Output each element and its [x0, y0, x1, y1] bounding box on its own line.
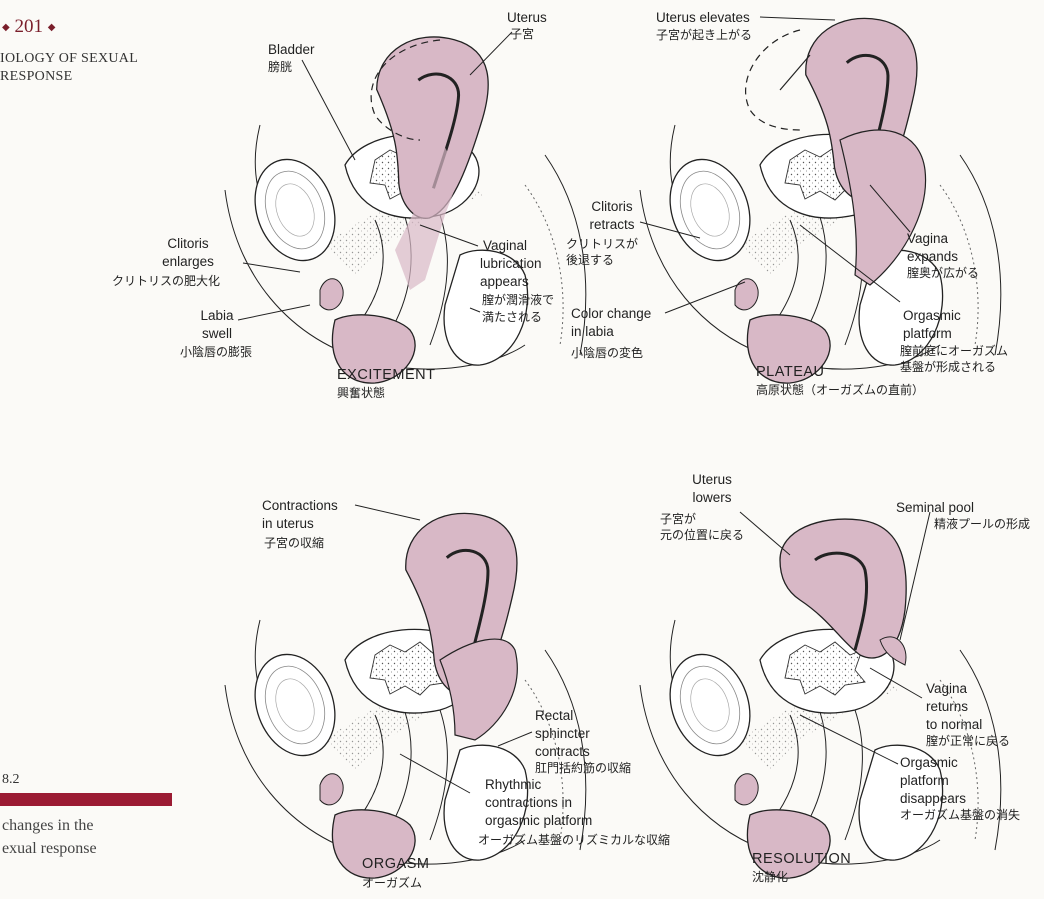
- label-labia-2: swell: [201, 326, 232, 341]
- stage-title-orgasm-jp: オーガズム: [362, 876, 423, 890]
- label-contractions-jp: 子宮の収縮: [264, 536, 325, 550]
- page-number-value: 201: [14, 16, 43, 37]
- label-vaginal-3: appears: [480, 274, 529, 289]
- running-head-line2: RESPONSE: [0, 69, 73, 84]
- label-uterus-lowers-jp2: 元の位置に戻る: [660, 528, 745, 542]
- stage-title-plateau: PLATEAU: [756, 364, 825, 380]
- label-platform-disappears-2: platform: [900, 773, 949, 788]
- label-vaginal-2: lubrication: [480, 256, 542, 271]
- label-rectal-jp: 肛門括約筋の収縮: [535, 761, 632, 775]
- label-color-change-jp: 小陰唇の変色: [571, 346, 644, 360]
- label-vagina-expands-2: expands: [907, 249, 959, 264]
- label-uterus-elevates-jp: 子宮が起き上がる: [656, 28, 753, 42]
- label-orgasmic-platform-jp2: 基盤が形成される: [900, 360, 997, 374]
- label-uterus: Uterus: [507, 10, 547, 25]
- diamond-left-icon: ◆: [2, 22, 10, 34]
- label-orgasmic-platform-jp1: 膣前庭にオーガズム: [900, 344, 1009, 358]
- label-platform-disappears-3: disappears: [900, 791, 967, 806]
- page-number: ◆ 201 ◆: [2, 16, 55, 38]
- label-color-change-1: Color change: [571, 306, 652, 321]
- label-uterus-elevates: Uterus elevates: [656, 10, 750, 25]
- label-rectal-1: Rectal: [535, 708, 574, 723]
- label-clitoris-retracts-1: Clitoris: [591, 199, 633, 214]
- label-contractions-1: Contractions: [262, 498, 338, 513]
- label-vagina-returns-2: returns: [926, 699, 969, 714]
- figure-caption-line1: changes in the: [2, 817, 94, 834]
- label-seminal-pool: Seminal pool: [896, 500, 975, 515]
- label-vagina-expands-jp: 膣奥が広がる: [907, 266, 980, 280]
- label-vagina-expands-1: Vagina: [907, 231, 949, 246]
- label-vagina-returns-jp: 膣が正常に戻る: [926, 734, 1011, 748]
- label-rectal-2: sphincter: [535, 726, 590, 741]
- label-clitoris-jp: クリトリスの肥大化: [112, 274, 221, 288]
- label-clitoris-retracts-jp1: クリトリスが: [566, 237, 639, 251]
- label-rhythmic-2: contractions in: [485, 795, 573, 810]
- label-clitoris-1: Clitoris: [167, 236, 209, 251]
- figure-number: 8.2: [2, 772, 20, 787]
- label-rhythmic-3: orgasmic platform: [485, 813, 593, 828]
- label-uterus-jp: 子宮: [510, 27, 535, 41]
- stage-title-orgasm: ORGASM: [362, 856, 430, 872]
- label-clitoris-retracts-2: retracts: [589, 217, 635, 232]
- label-vaginal-1: Vaginal: [483, 238, 528, 253]
- label-platform-disappears-1: Orgasmic: [900, 755, 958, 770]
- stage-title-excitement: EXCITEMENT: [337, 367, 436, 383]
- label-uterus-lowers-1: Uterus: [692, 472, 732, 487]
- diamond-right-icon: ◆: [47, 22, 56, 34]
- label-orgasmic-platform-1: Orgasmic: [903, 308, 961, 323]
- label-vagina-returns-3: to normal: [926, 717, 983, 732]
- label-bladder: Bladder: [268, 42, 315, 57]
- label-color-change-2: in labia: [571, 324, 614, 339]
- label-vaginal-jp2: 満たされる: [482, 310, 543, 324]
- label-seminal-pool-jp: 精液プールの形成: [934, 517, 1031, 531]
- label-rhythmic-1: Rhythmic: [485, 777, 542, 792]
- label-labia-1: Labia: [200, 308, 234, 323]
- label-labia-jp: 小陰唇の膨張: [180, 345, 253, 359]
- stage-title-excitement-jp: 興奮状態: [337, 386, 386, 400]
- stage-title-plateau-jp: 高原状態（オーガズムの直前）: [756, 383, 925, 397]
- figure-caption-line2: exual response: [2, 840, 97, 857]
- label-clitoris-2: enlarges: [162, 254, 214, 269]
- label-contractions-2: in uterus: [262, 516, 314, 531]
- label-rectal-3: contracts: [535, 744, 590, 759]
- stage-title-resolution-jp: 沈静化: [752, 870, 789, 884]
- label-uterus-lowers-2: lowers: [692, 490, 732, 505]
- label-clitoris-retracts-jp2: 後退する: [566, 253, 615, 267]
- label-uterus-lowers-jp1: 子宮が: [660, 512, 697, 526]
- label-platform-disappears-jp: オーガズム基盤の消失: [900, 808, 1021, 822]
- running-head-line1: IOLOGY OF SEXUAL: [0, 51, 139, 66]
- label-rhythmic-jp: オーガズム基盤のリズミカルな収縮: [478, 833, 671, 847]
- label-vagina-returns-1: Vagina: [926, 681, 968, 696]
- figure-accent-bar: [0, 793, 172, 806]
- label-orgasmic-platform-2: platform: [903, 326, 952, 341]
- label-bladder-jp: 膀胱: [268, 60, 293, 74]
- label-vaginal-jp1: 膣が潤滑液で: [482, 293, 555, 307]
- stage-title-resolution: RESOLUTION: [752, 851, 852, 867]
